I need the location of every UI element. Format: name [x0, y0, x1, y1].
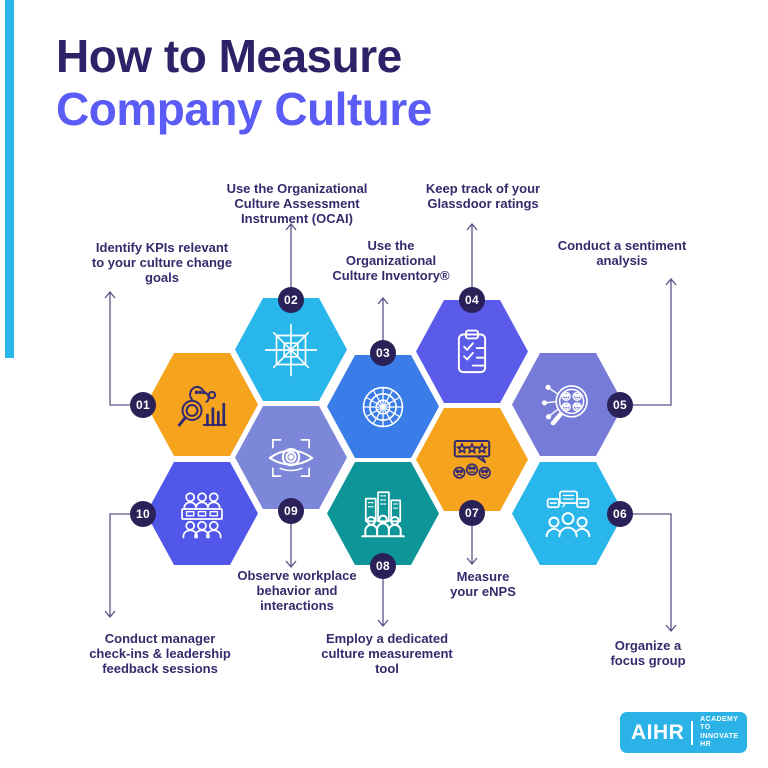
step-label-03: Use the Organizational Culture Inventory…	[332, 238, 450, 284]
hexagon-step-08	[327, 462, 439, 565]
hexagon-step-01	[146, 353, 258, 456]
step-badge-04: 04	[459, 287, 485, 313]
step-number: 03	[376, 346, 390, 360]
hexagon-step-02	[235, 298, 347, 401]
step-badge-02: 02	[278, 287, 304, 313]
group-chat-icon	[545, 489, 591, 537]
hexagon-step-04	[416, 300, 528, 403]
clipboard-checklist-icon	[457, 329, 487, 373]
magnifier-bar-chart-icon	[177, 385, 227, 426]
left-accent-bar	[5, 0, 14, 358]
radar-web-icon	[362, 386, 404, 427]
eye-viewfinder-icon	[268, 438, 314, 477]
step-number: 10	[136, 507, 150, 521]
logo-brand: AIHR	[631, 720, 685, 744]
hexagon-step-03	[327, 355, 439, 458]
aihr-logo: AIHR ACADEMY TO INNOVATE HR	[620, 712, 747, 753]
step-label-02: Use the Organizational Culture Assessmen…	[226, 181, 368, 227]
hexagon-step-09	[235, 406, 347, 509]
step-badge-09: 09	[278, 498, 304, 524]
step-badge-10: 10	[130, 501, 156, 527]
step-number: 05	[613, 398, 627, 412]
title-line-2: Company Culture	[56, 83, 432, 135]
step-number: 09	[284, 504, 298, 518]
step-badge-07: 07	[459, 500, 485, 526]
people-city-icon	[361, 490, 405, 537]
step-label-07: Measure your eNPS	[450, 569, 516, 600]
step-number: 02	[284, 293, 298, 307]
page-title: How to Measure Company Culture	[56, 30, 432, 136]
step-badge-06: 06	[607, 501, 633, 527]
step-label-05: Conduct a sentiment analysis	[557, 238, 687, 269]
step-badge-08: 08	[370, 553, 396, 579]
step-badge-01: 01	[130, 392, 156, 418]
hexagon-step-06	[512, 462, 624, 565]
step-label-10: Conduct manager check-ins & leadership f…	[89, 631, 231, 677]
hexagon-step-05	[512, 353, 624, 456]
step-number: 01	[136, 398, 150, 412]
step-label-01: Identify KPIs relevant to your culture c…	[91, 240, 233, 286]
step-number: 04	[465, 293, 479, 307]
step-label-04: Keep track of your Glassdoor ratings	[425, 181, 541, 212]
web-grid-icon	[264, 323, 318, 376]
logo-divider	[691, 720, 694, 745]
step-badge-03: 03	[370, 340, 396, 366]
step-number: 08	[376, 559, 390, 573]
step-number: 06	[613, 507, 627, 521]
step-badge-05: 05	[607, 392, 633, 418]
hexagon-step-07	[416, 408, 528, 511]
hexagon-step-10	[146, 462, 258, 565]
star-review-icon	[453, 439, 491, 479]
sentiment-magnifier-icon	[541, 384, 588, 425]
step-number: 07	[465, 506, 479, 520]
step-label-09: Observe workplace behavior and interacti…	[237, 568, 357, 614]
title-line-1: How to Measure	[56, 30, 402, 82]
step-label-08: Employ a dedicated culture measurement t…	[321, 631, 453, 677]
logo-tagline: ACADEMY TO INNOVATE HR	[700, 715, 739, 749]
step-label-06: Organize a focus group	[610, 638, 686, 669]
meeting-table-icon	[181, 491, 223, 538]
